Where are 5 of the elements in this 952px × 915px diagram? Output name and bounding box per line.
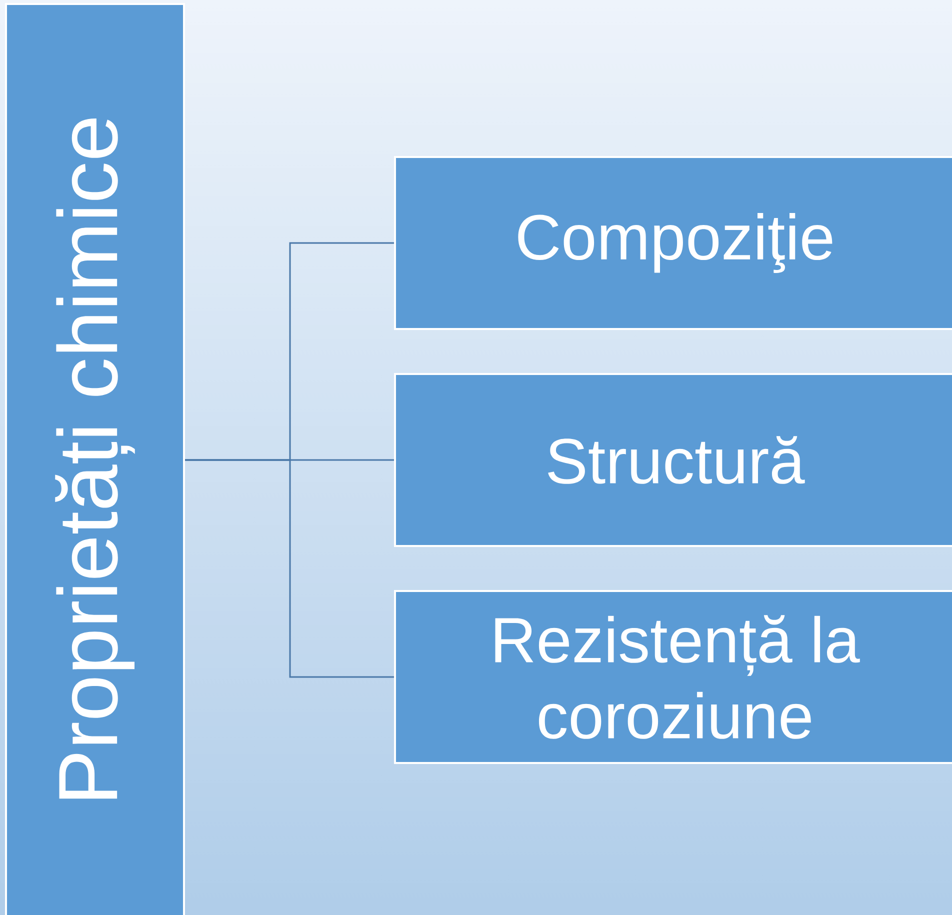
category-box: Structură — [394, 373, 952, 547]
category-box: Rezistență la coroziune — [394, 590, 952, 764]
category-box: Compoziţie — [394, 156, 952, 330]
vertical-label-box: Proprietăți chimice — [5, 3, 185, 915]
connector — [185, 459, 394, 678]
